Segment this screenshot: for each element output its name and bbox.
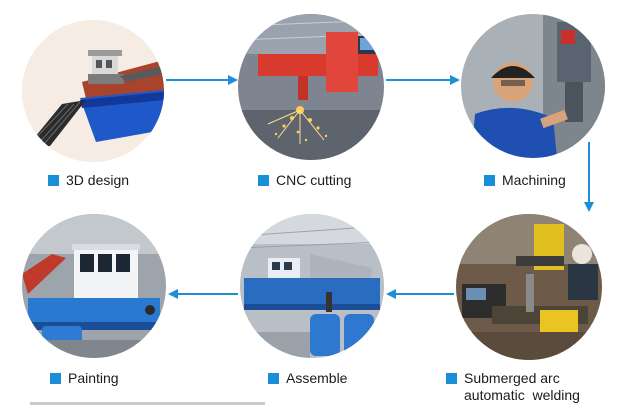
hull-assembly-icon [240,214,384,358]
step-photo-assemble [240,214,384,358]
step-photo-3d-design [22,20,164,162]
caption-assemble: Assemble [268,370,347,387]
step-photo-welding [456,214,602,360]
3d-model-boat-icon [22,20,164,162]
caption-text: Painting [68,370,119,386]
bottom-divider [30,402,265,405]
bullet-square-icon [268,373,279,384]
caption-text-line2: automatic welding [464,387,580,403]
bullet-square-icon [446,373,457,384]
bullet-square-icon [258,175,269,186]
caption-text: 3D design [66,172,130,188]
bullet-square-icon [48,175,59,186]
caption-text: Submerged arc [464,370,560,386]
worker-at-mill-icon [461,14,605,158]
step-photo-machining [461,14,605,158]
caption-3d-design: 3D design [48,172,129,189]
cnc-machine-sparks-icon [238,14,384,160]
step-photo-painting [22,214,166,358]
caption-cnc-cutting: CNC cutting [258,172,351,189]
caption-painting: Painting [50,370,119,387]
caption-welding: Submerged arc automatic welding [446,370,580,404]
welding-rig-icon [456,214,602,360]
caption-text: Machining [502,172,566,188]
bullet-square-icon [484,175,495,186]
caption-text: Assemble [286,370,348,386]
painted-vessel-icon [22,214,166,358]
caption-text: CNC cutting [276,172,352,188]
step-photo-cnc-cutting [238,14,384,160]
caption-machining: Machining [484,172,566,189]
bullet-square-icon [50,373,61,384]
